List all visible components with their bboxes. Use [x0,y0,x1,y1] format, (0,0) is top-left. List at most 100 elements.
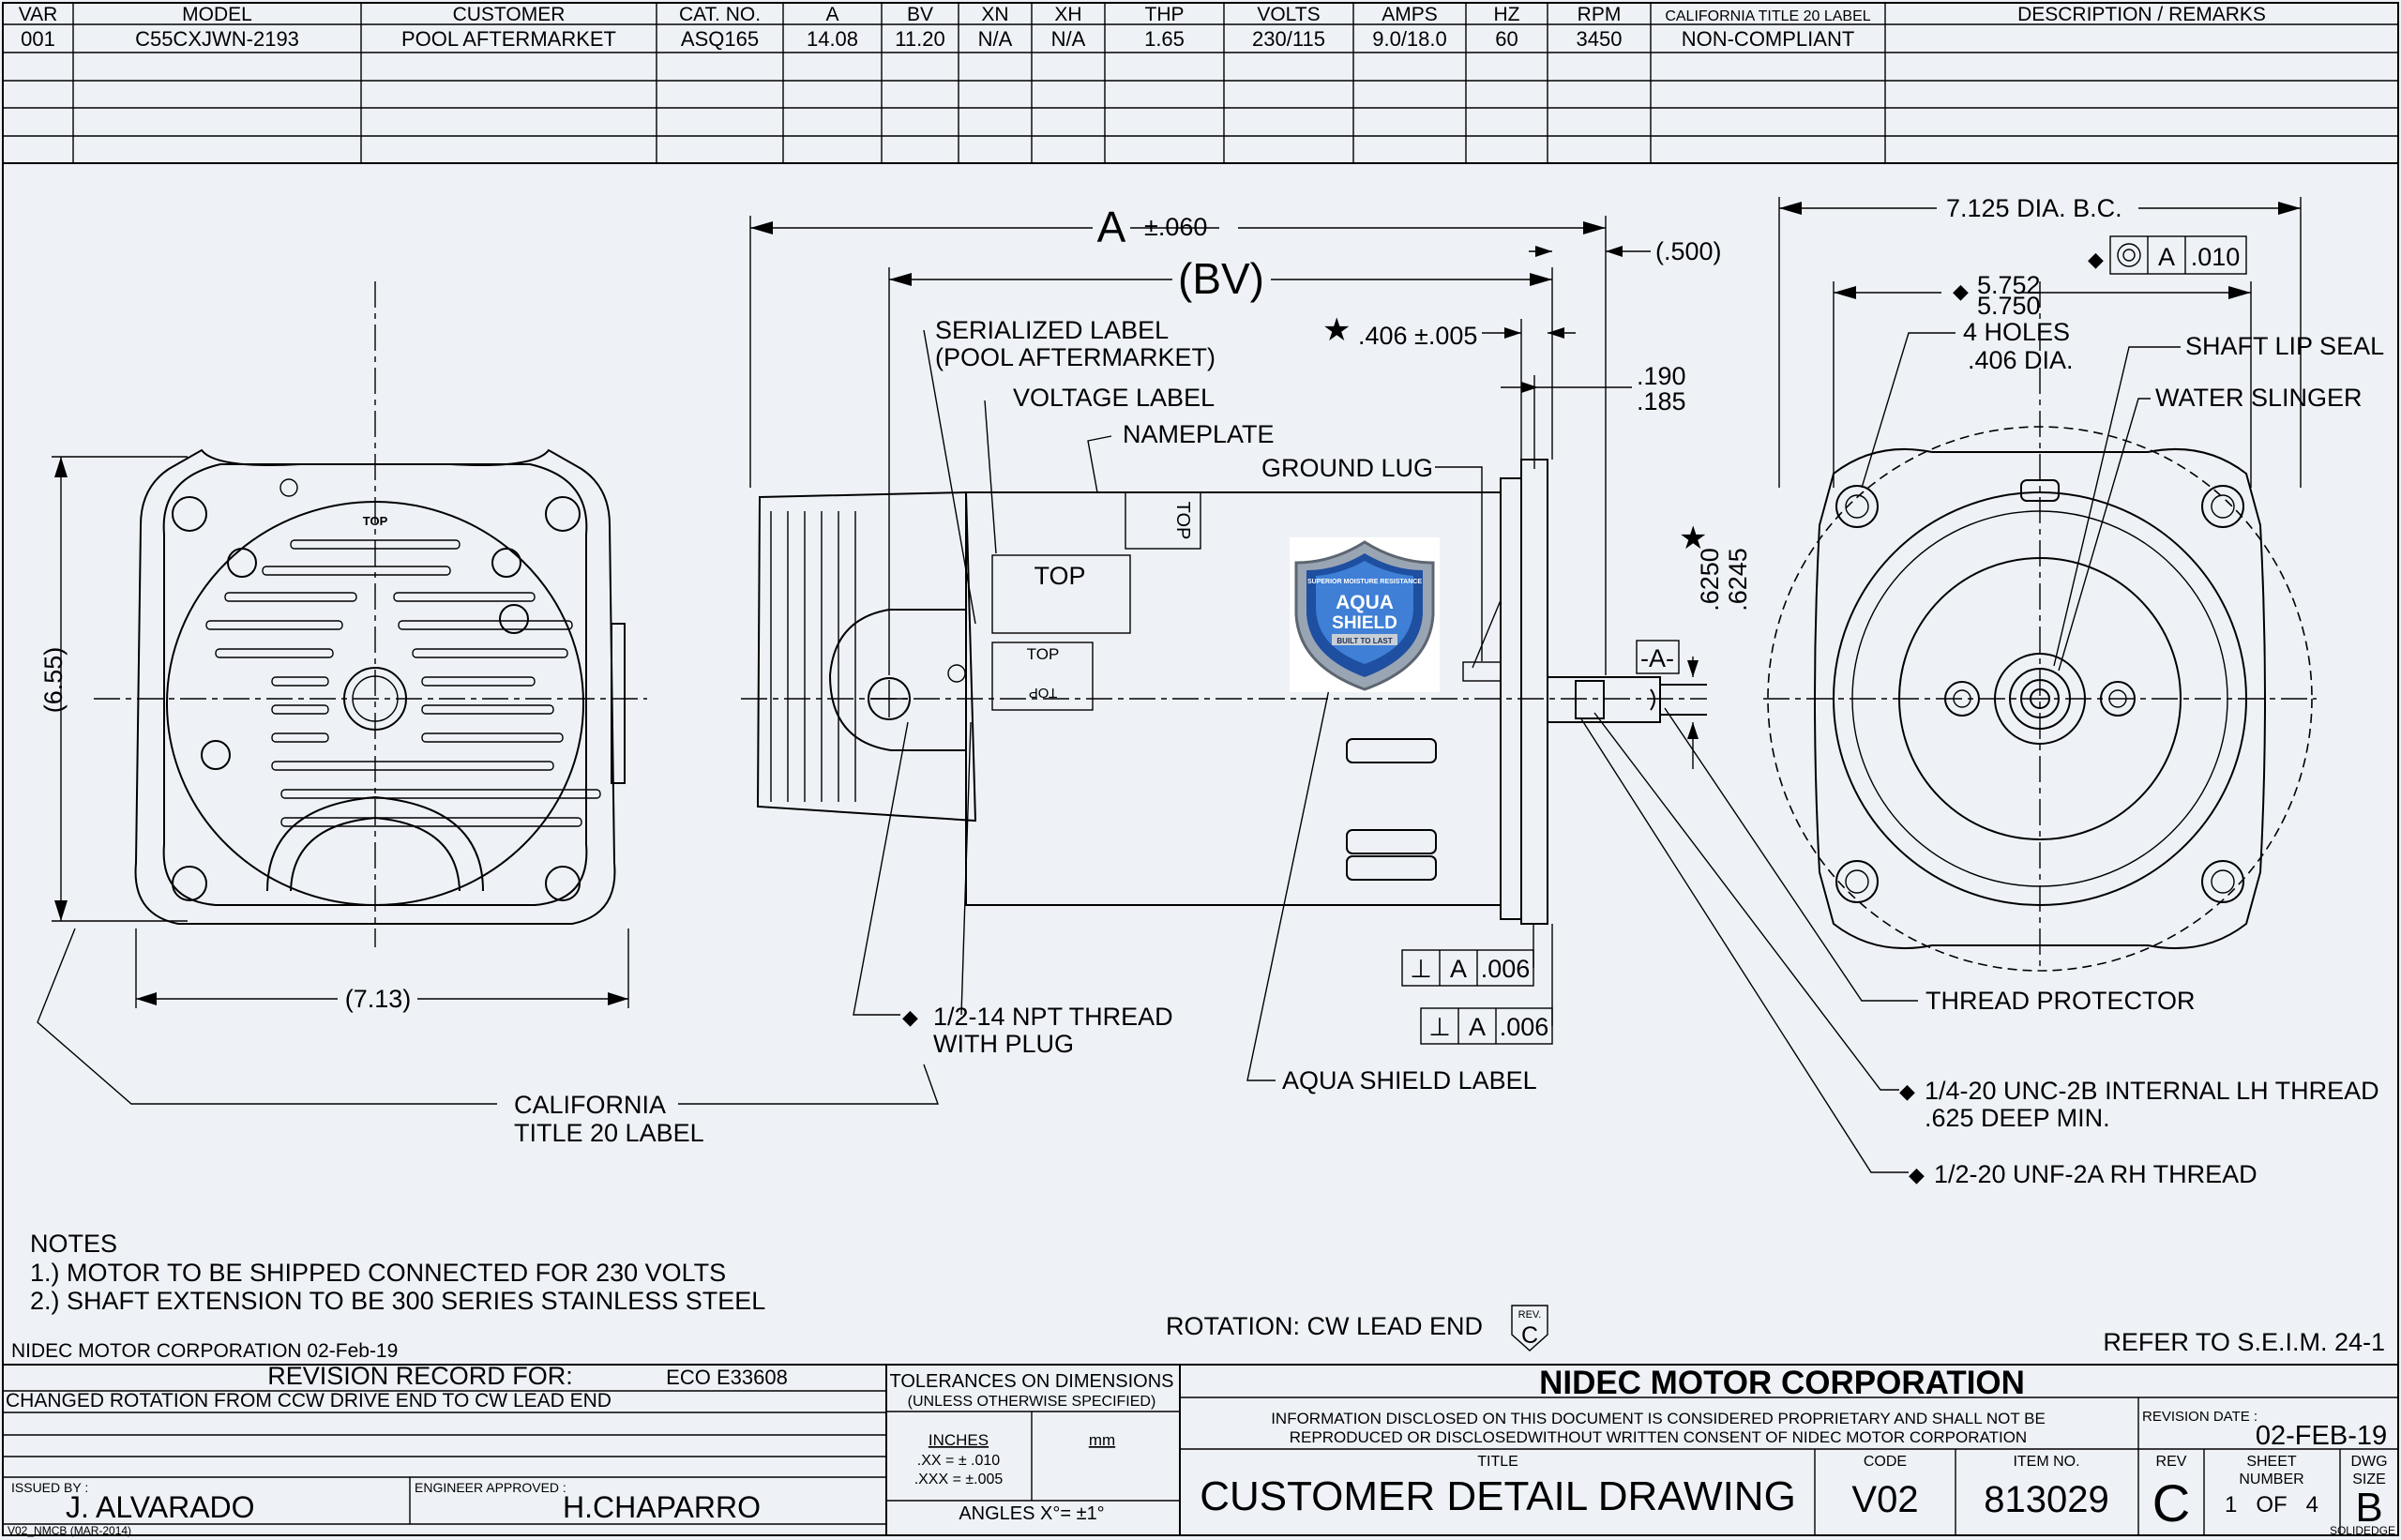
spec-header-11: HZ [1494,4,1520,25]
spec-cell-11: 60 [1495,27,1518,51]
side-view: TOP TOP TOP TOP A ±.060 [37,203,1752,1147]
spec-header-10: AMPS [1382,4,1438,25]
callout-npt-2: WITH PLUG [933,1030,1074,1058]
engineer: H.CHAPARRO [563,1490,761,1524]
diamond-unc: ◆ [1899,1080,1915,1103]
dim-6245: .6245 [1724,548,1752,611]
company-date: NIDEC MOTOR CORPORATION 02-Feb-19 [11,1340,398,1362]
tol-xxx: .XXX = ±.005 [914,1472,1004,1487]
spec-cell-6: N/A [978,27,1013,51]
svg-text:.010: .010 [2191,243,2241,271]
title-label: TITLE [1477,1454,1518,1470]
spec-header-3: CAT. NO. [679,4,761,25]
spec-cell-13: NON-COMPLIANT [1682,27,1855,51]
badge-ribbon: BUILT TO LAST [1336,637,1392,645]
callout-aqua-label: AQUA SHIELD LABEL [1282,1066,1537,1095]
revision-record-label: REVISION RECORD FOR: [267,1362,573,1390]
drawing-title: CUSTOMER DETAIL DRAWING [1200,1473,1796,1519]
callout-unc-1: 1/4-20 UNC-2B INTERNAL LH THREAD [1925,1077,2379,1105]
top-mark-left: TOP [363,514,388,528]
lead-end-view: TOP (6.55) (7.13) [39,281,647,1013]
spec-cell-10: 9.0/18.0 [1372,27,1447,51]
tol-xx: .XX = ± .010 [917,1453,1000,1469]
rev-value: C [2152,1473,2190,1532]
position-fcf: A .010 [2109,235,2247,275]
svg-text:A: A [1469,1013,1486,1041]
grille-slot [421,704,554,715]
bolt-circle-dim: 7.125 DIA. B.C. [1946,194,2122,222]
dim-406: .406 ±.005 [1358,322,1477,350]
callout-shaft-seal: SHAFT LIP SEAL [2185,332,2384,360]
dwg-size: B [2355,1485,2382,1531]
dim-a-tol: ±.060 [1144,213,1207,241]
svg-text:.006: .006 [1500,1013,1549,1041]
dim-500: (.500) [1655,237,1722,265]
rev-mark-letter: C [1521,1322,1538,1349]
callout-california-2: TITLE 20 LABEL [514,1119,704,1147]
callout-ground-lug: GROUND LUG [1261,454,1433,482]
top-label-vertical: TOP [1172,502,1193,540]
spec-header-7: XH [1054,4,1081,25]
spec-cell-4: 14.08 [807,27,858,51]
spec-header-14: DESCRIPTION / REMARKS [2017,4,2266,25]
form-number: V02_NMCB (MAR-2014) [8,1524,131,1537]
callout-unc-2: .625 DEEP MIN. [1925,1104,2110,1132]
spec-header-0: VAR [19,4,58,25]
svg-text:A: A [1450,955,1467,983]
grille-slot [271,761,554,771]
callout-npt-1: 1/2-14 NPT THREAD [933,1003,1173,1031]
notes: NOTES 1.) MOTOR TO BE SHIPPED CONNECTED … [11,1230,2385,1362]
dim-6250: .6250 [1696,548,1724,611]
grille-slot [393,592,536,602]
engineer-label: ENGINEER APPROVED : [415,1480,566,1495]
tol-inches: INCHES [929,1431,989,1449]
spec-header-1: MODEL [182,4,252,25]
issued-by: J. ALVARADO [66,1490,255,1524]
diamond-fcf: ◆ [2088,248,2104,271]
spec-cell-9: 230/115 [1252,27,1325,51]
tol-mm: mm [1089,1431,1115,1449]
spec-cell-5: 11.20 [895,27,944,51]
rev-label: REV [2156,1454,2187,1470]
dwg-size-label-1: DWG [2350,1454,2387,1470]
svg-text:⊥: ⊥ [1428,1013,1451,1041]
grille-slot [262,566,451,576]
tol-sub: (UNLESS OTHERWISE SPECIFIED) [908,1394,1156,1410]
grille-slot [398,620,573,630]
notes-title: NOTES [30,1230,117,1258]
grille-slot [290,539,461,550]
spec-cell-1: C55CXJWN-2193 [135,27,299,51]
revision-change: CHANGED ROTATION FROM CCW DRIVE END TO C… [6,1390,612,1412]
rotation-note: ROTATION: CW LEAD END [1166,1312,1483,1340]
svg-text:⊥: ⊥ [1410,955,1432,983]
dim-190: .190 [1637,362,1686,390]
callout-voltage-label: VOLTAGE LABEL [1013,384,1215,412]
grille-slot [412,648,568,658]
rev-mark: REV. [1518,1309,1542,1321]
tol-title: TOLERANCES ON DIMENSIONS [889,1371,1173,1392]
spec-header-4: A [825,4,838,25]
pilot-dim-2: 5.750 [1977,292,2041,320]
note-2: 2.) SHAFT EXTENSION TO BE 300 SERIES STA… [30,1287,765,1315]
spec-cell-8: 1.65 [1144,27,1185,51]
spec-cell-7: N/A [1051,27,1086,51]
spec-cell-3: ASQ165 [681,27,759,51]
holes-callout-1: 4 HOLES [1963,318,2070,346]
callout-nameplate: NAMEPLATE [1123,420,1275,448]
eco-number: ECO E33608 [666,1366,788,1389]
rev-date: 02-FEB-19 [2256,1421,2387,1451]
spec-header-6: XN [981,4,1008,25]
callout-california-1: CALIFORNIA [514,1091,666,1119]
spec-header-5: BV [907,4,933,25]
grille-slot [215,648,334,658]
dim-185: .185 [1637,387,1686,415]
item-label: ITEM NO. [2013,1454,2079,1470]
spec-header-2: CUSTOMER [453,4,566,25]
callout-unf: 1/2-20 UNF-2A RH THREAD [1934,1160,2258,1188]
holes-callout-2: .406 DIA. [1968,346,2074,374]
perp-fcf-1: ⊥ A .006 [1401,924,1534,987]
grille-slot [224,592,357,602]
grille-slot [280,789,601,799]
